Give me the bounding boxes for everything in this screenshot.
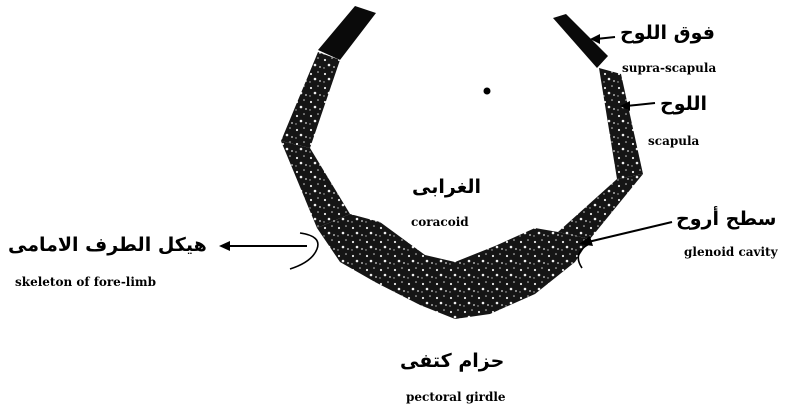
coracoid-label-ar: الغرابى: [412, 178, 481, 197]
fore-limb-label-en: skeleton of fore-limb: [15, 276, 156, 288]
supra-scapula-label-en: supra-scapula: [622, 62, 716, 74]
supra-scapula-label-ar: فوق اللوح: [620, 24, 715, 43]
left-supra-scapula: [318, 6, 376, 60]
coracoid-label-en: coracoid: [411, 216, 469, 228]
arrow-fore-limb-head: [219, 241, 230, 251]
fore-limb-label-ar: هيكل الطرف الامامى: [8, 236, 207, 255]
left-coracoid: [281, 141, 350, 228]
centre-dot: [484, 88, 491, 95]
pectoral-girdle-label-ar: حزام كتفى: [400, 352, 504, 371]
girdle-body: [317, 214, 590, 319]
arrow-scapula: [626, 103, 655, 106]
glenoid-cavity-label-en: glenoid cavity: [684, 246, 778, 258]
pectoral-girdle-label-en: pectoral girdle: [406, 391, 506, 403]
left-glenoid-curve: [290, 233, 318, 269]
right-coracoid: [558, 174, 643, 239]
scapula-label-ar: اللوح: [660, 95, 707, 114]
scapula-label-en: scapula: [648, 135, 699, 147]
left-scapula: [281, 52, 340, 148]
glenoid-cavity-label-ar: سطح أروح: [676, 210, 776, 229]
right-scapula: [599, 68, 643, 179]
